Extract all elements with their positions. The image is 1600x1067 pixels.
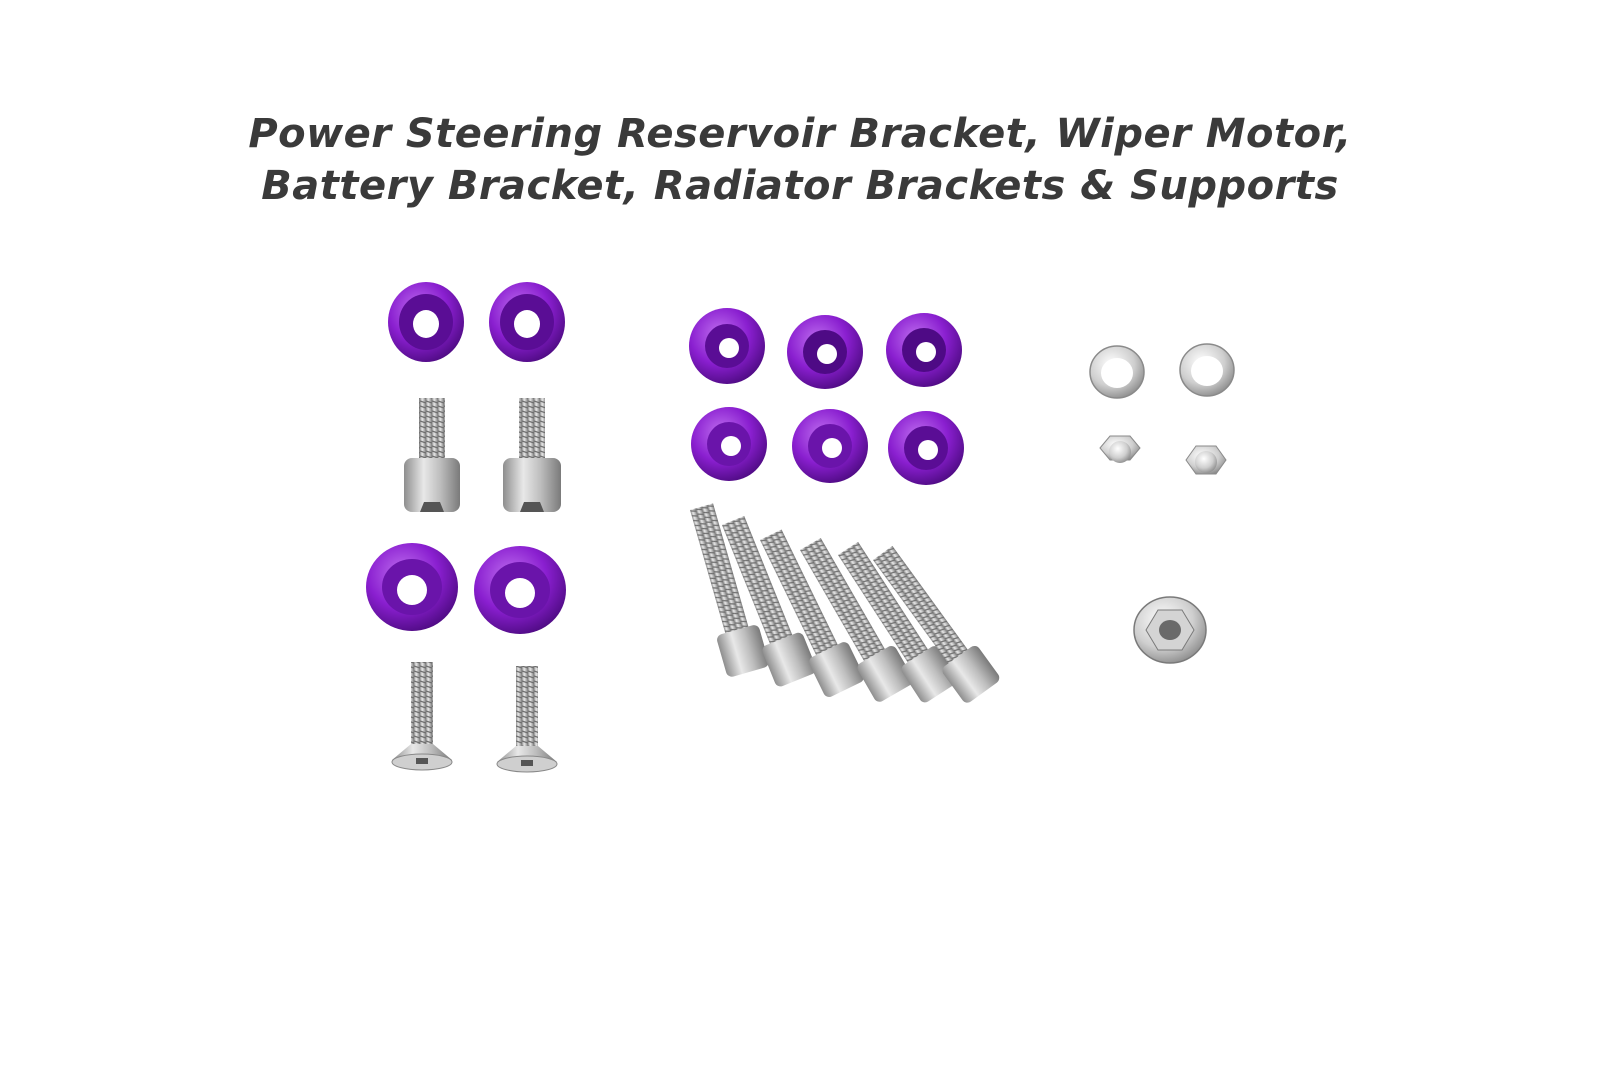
split-lock-washer-icon	[1179, 343, 1235, 397]
flat-head-screw-icon	[391, 662, 453, 771]
acorn-nut-icon	[1185, 445, 1227, 475]
acorn-nut-icon	[1099, 435, 1141, 463]
cone-washer-icon	[888, 411, 964, 485]
long-socket-cap-bolt-icon	[873, 545, 1000, 703]
socket-cap-bolt-icon	[404, 398, 460, 512]
right-hardware-group	[1089, 343, 1235, 664]
long-socket-cap-bolt-icon	[760, 529, 864, 697]
cone-washer-icon	[689, 308, 765, 384]
long-socket-cap-bolt-icon	[800, 538, 914, 702]
left-hardware-group	[366, 282, 566, 773]
socket-cap-bolt-icon	[503, 398, 561, 512]
title-line-2: Battery Bracket, Radiator Brackets & Sup…	[261, 163, 1339, 209]
cup-washer-icon	[489, 282, 565, 362]
cone-washer-icon	[792, 409, 868, 483]
cone-washer-icon	[787, 315, 863, 389]
flange-nut-icon	[1133, 596, 1207, 664]
countersunk-washer-icon	[474, 546, 566, 634]
long-socket-cap-bolt-icon	[838, 541, 958, 703]
middle-hardware-group	[689, 308, 1000, 703]
flat-head-screw-icon	[496, 666, 558, 773]
long-socket-cap-bolt-icon	[722, 516, 817, 687]
cone-washer-icon	[886, 313, 962, 387]
title-line-1: Power Steering Reservoir Bracket, Wiper …	[248, 111, 1352, 157]
product-title: Power Steering Reservoir Bracket, Wiper …	[0, 108, 1600, 212]
cup-washer-icon	[388, 282, 464, 362]
cone-washer-icon	[691, 407, 767, 481]
long-socket-cap-bolt-icon	[690, 503, 769, 677]
split-lock-washer-icon	[1089, 345, 1145, 399]
countersunk-washer-icon	[366, 543, 458, 631]
